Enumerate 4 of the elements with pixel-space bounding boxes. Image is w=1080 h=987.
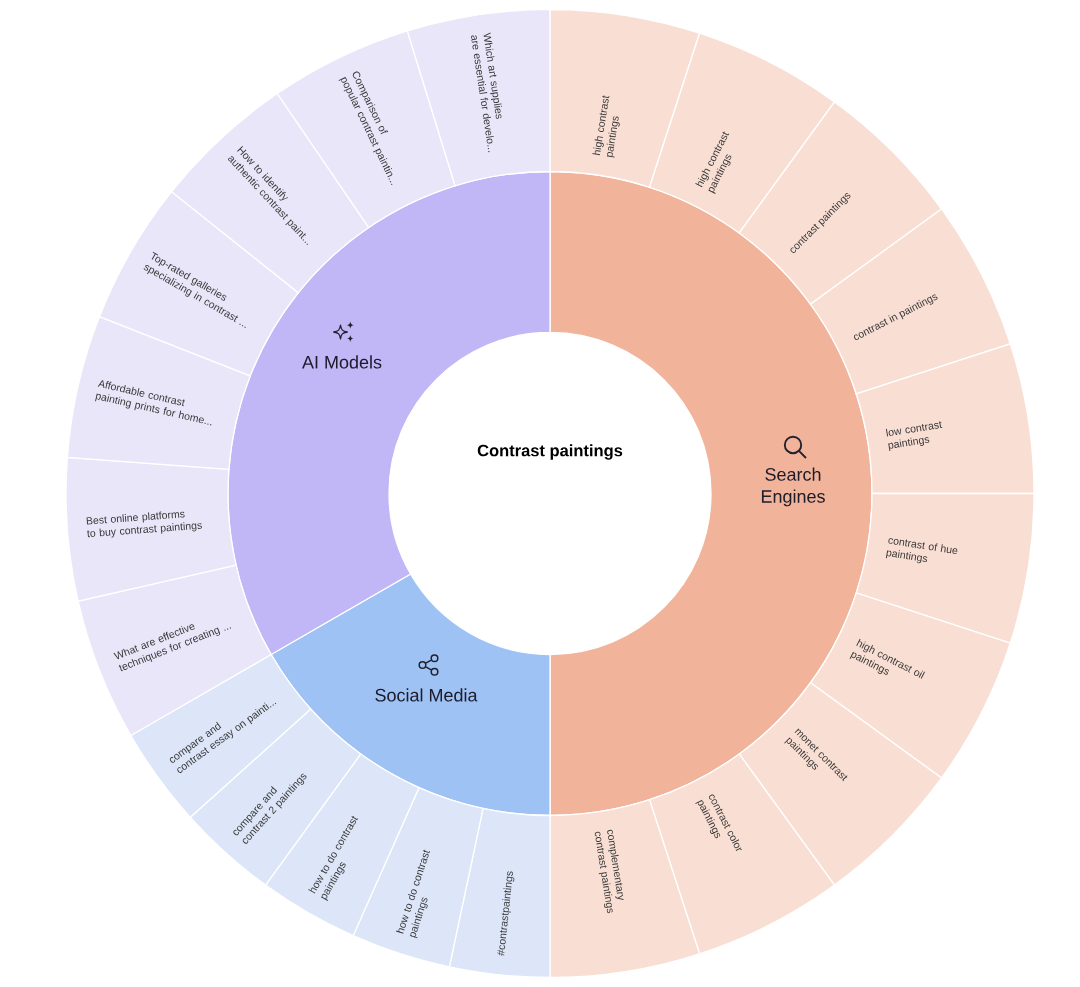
sunburst-segment: Best online platforms to buy contrast paintings <box>65 456 237 602</box>
sunburst-segment: low contrast paintings <box>855 343 1035 495</box>
node-label: complementary contrast paintings <box>594 829 624 914</box>
sunburst-segment: Which art supplies are essential for develo... <box>406 8 551 187</box>
